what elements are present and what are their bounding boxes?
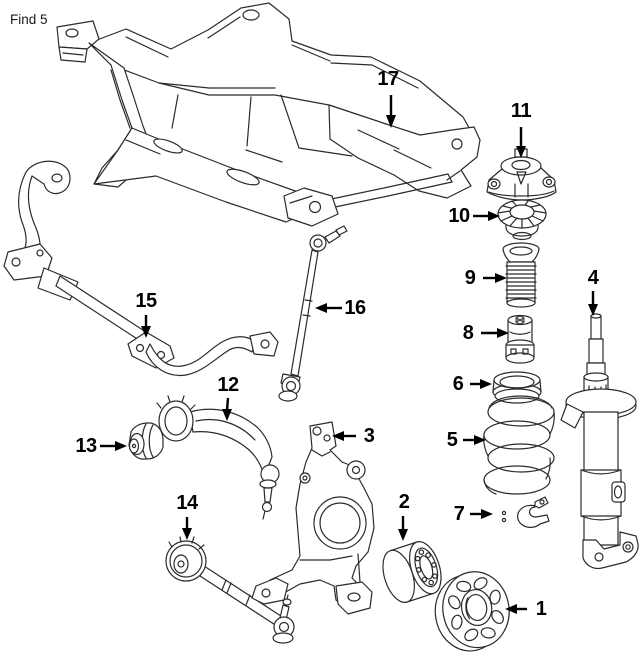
callout-arrow-5: [463, 435, 486, 445]
callout-arrow-4: [588, 291, 598, 316]
callout-arrow-14: [182, 517, 192, 540]
callout-arrow-13: [100, 441, 127, 451]
callout-14: 14: [176, 492, 198, 514]
callout-7: 7: [453, 503, 465, 525]
callout-arrow-16: [315, 303, 342, 313]
bump-stop-illustration: [506, 316, 534, 364]
callout-arrow-8: [481, 328, 509, 338]
callout-6: 6: [452, 373, 464, 395]
callout-13: 13: [75, 435, 97, 457]
steering-knuckle-illustration: [252, 422, 374, 614]
stabilizer-link-illustration: [279, 226, 347, 401]
callout-2: 2: [398, 491, 410, 513]
callout-arrows: [100, 95, 598, 614]
callout-5: 5: [446, 429, 458, 451]
callout-arrow-2: [398, 516, 408, 541]
subframe-crossmember-illustration: [57, 3, 480, 226]
spring-seat-bearing-illustration: [498, 200, 546, 240]
strut-illustration: [561, 314, 638, 569]
callout-arrow-10: [473, 211, 500, 221]
upper-control-arm-illustration: [157, 396, 279, 519]
callout-15: 15: [135, 290, 157, 312]
callout-arrow-9: [483, 273, 507, 283]
callout-arrow-15: [141, 315, 151, 338]
callout-10: 10: [448, 205, 470, 227]
callout-arrow-7: [470, 509, 493, 519]
control-arm-bushing-illustration: [129, 423, 163, 459]
callout-9: 9: [464, 267, 476, 289]
find-label: Find 5: [10, 12, 48, 27]
callout-arrow-1: [505, 604, 527, 614]
spring-retainer-clip-illustration: [502, 497, 549, 527]
callout-8: 8: [462, 322, 474, 344]
wheel-hub-illustration: [429, 566, 515, 656]
callout-arrow-12: [222, 398, 232, 421]
callout-3: 3: [363, 425, 375, 447]
callout-4: 4: [587, 267, 599, 289]
dust-boot-illustration: [503, 243, 539, 307]
coil-spring-illustration: [484, 396, 555, 494]
callout-1: 1: [535, 598, 547, 620]
callout-11: 11: [510, 100, 532, 122]
callout-16: 16: [344, 297, 366, 319]
callout-arrow-3: [332, 431, 356, 441]
wheel-bearing-illustration: [377, 538, 447, 607]
stabilizer-bar-illustration: [4, 161, 278, 375]
callout-12: 12: [217, 374, 239, 396]
callout-arrow-11: [516, 127, 526, 158]
callout-arrow-6: [470, 379, 492, 389]
callout-17: 17: [377, 68, 399, 90]
callout-arrow-17: [386, 95, 396, 128]
lower-control-arm-illustration: [166, 537, 294, 643]
